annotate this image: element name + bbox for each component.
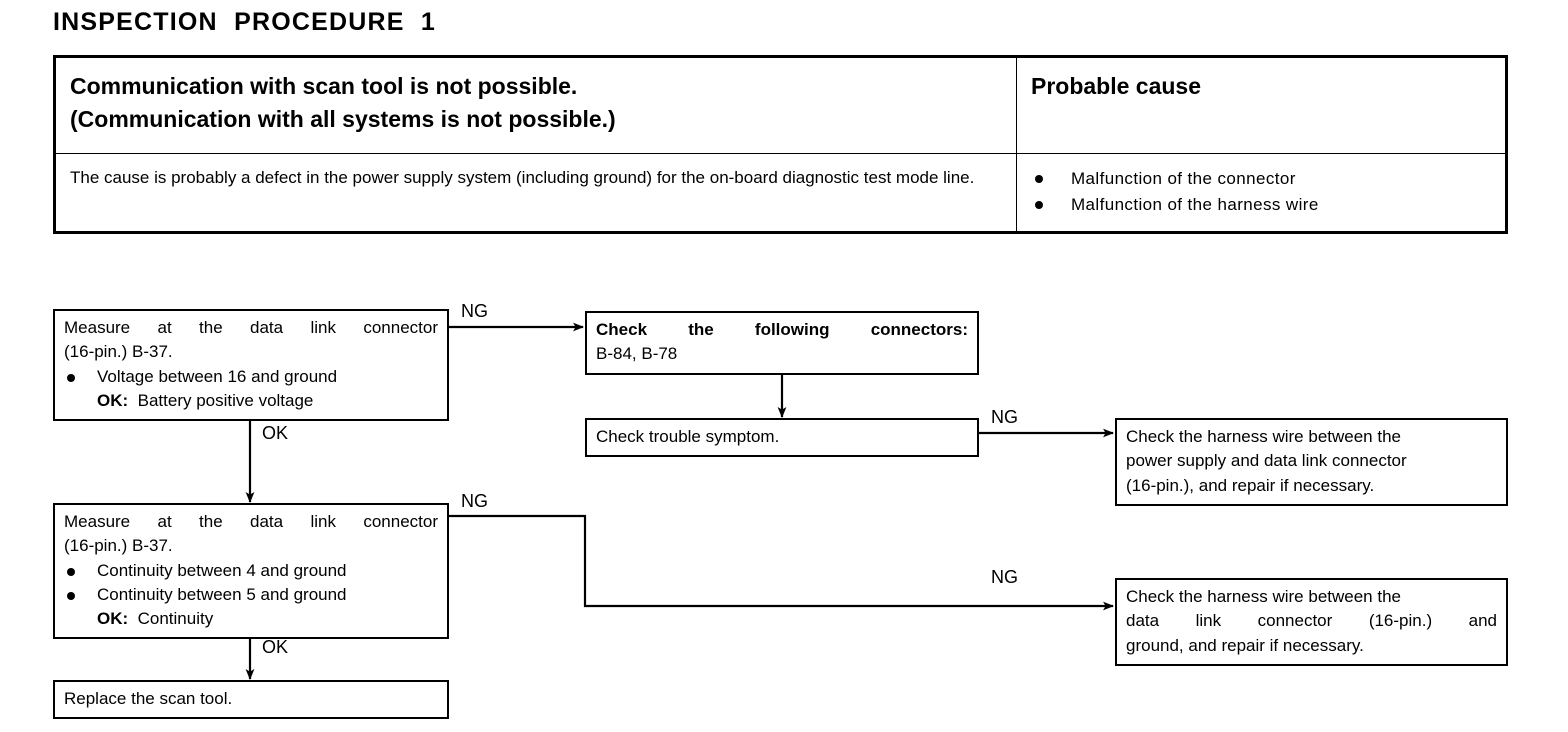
result1-line-1: Check the harness wire between the	[1126, 427, 1401, 446]
list-item: Malfunction of the connector	[1031, 166, 1491, 192]
measure2-ok-row: OK: Continuity	[64, 607, 438, 631]
measure1-ok-row: OK: Battery positive voltage	[64, 389, 438, 413]
flow-box-check-trouble-symptom: Check trouble symptom.	[585, 418, 979, 458]
result2-line-1: Check the harness wire between the	[1126, 587, 1401, 606]
cause-description-text: The cause is probably a defect in the po…	[70, 168, 975, 188]
measure2-line-1: Measure at the data link connector	[64, 512, 438, 531]
edge-ng-measure2-result2	[449, 514, 1114, 611]
result1-line-3: (16-pin.), and repair if necessary.	[1126, 475, 1375, 495]
result1-line-2: power supply and data link connector	[1126, 451, 1407, 471]
measure1-ok-label: OK:	[97, 390, 129, 410]
edge-label-ng-branch-result2: NG	[991, 567, 1018, 587]
measure1-line-2: (16-pin.) B-37.	[64, 342, 173, 362]
flow-box-check-connectors: Check the following connectors: B-84, B-…	[585, 311, 979, 375]
symptom-header-line-2: (Communication with all systems is not p…	[70, 105, 616, 132]
probable-cause-header: Probable cause	[1031, 73, 1202, 99]
result2-line-3: ground, and repair if necessary.	[1126, 635, 1364, 655]
result2-line-2: data link connector (16-pin.) and	[1126, 611, 1497, 631]
symptom-table: Communication with scan tool is not poss…	[53, 55, 1508, 235]
table-cell-cause-description: The cause is probably a defect in the po…	[55, 153, 1017, 233]
list-item: Voltage between 16 and ground	[64, 365, 438, 389]
measure2-bullet-list: Continuity between 4 and ground Continui…	[64, 559, 438, 608]
edge-label-ng-measure2-branch: NG	[461, 491, 488, 511]
list-item: Continuity between 5 and ground	[64, 583, 438, 607]
probable-cause-list: Malfunction of the connector Malfunction…	[1031, 166, 1491, 217]
measure1-ok-value: Battery positive voltage	[137, 390, 314, 410]
flow-box-replace-scan-tool: Replace the scan tool.	[53, 680, 449, 720]
list-item: Malfunction of the harness wire	[1031, 192, 1491, 218]
connectors-value: B-84, B-78	[596, 344, 678, 364]
table-header-row: Communication with scan tool is not poss…	[55, 56, 1506, 155]
table-header-cell-probable-cause: Probable cause	[1016, 56, 1506, 155]
measure1-bullet-list: Voltage between 16 and ground	[64, 365, 438, 389]
symptom-header-line-1: Communication with scan tool is not poss…	[70, 73, 578, 99]
measure2-ok-value: Continuity	[137, 609, 214, 629]
flow-box-result-power-supply-harness: Check the harness wire between the power…	[1115, 418, 1508, 506]
table-header-cell-symptom: Communication with scan tool is not poss…	[55, 56, 1017, 155]
flow-box-measure-continuity: Measure at the data link connector (16-p…	[53, 503, 449, 640]
measure1-line-1: Measure at the data link connector	[64, 318, 438, 337]
edge-label-ok-measure2-replace: OK	[262, 637, 289, 657]
table-cell-probable-causes: Malfunction of the connector Malfunction…	[1016, 153, 1506, 233]
measure2-ok-label: OK:	[97, 609, 129, 629]
flow-box-result-ground-harness: Check the harness wire between the data …	[1115, 578, 1508, 666]
flow-box-measure-voltage: Measure at the data link connector (16-p…	[53, 309, 449, 422]
list-item: Continuity between 4 and ground	[64, 559, 438, 583]
replace-text: Replace the scan tool.	[64, 689, 233, 708]
edge-label-ng-symptom-result1: NG	[991, 407, 1018, 427]
symptom-text: Check trouble symptom.	[596, 427, 780, 446]
edge-label-ng-measure1-connectors: NG	[461, 301, 488, 321]
edge-label-ok-measure1-measure2: OK	[262, 423, 289, 443]
measure2-line-2: (16-pin.) B-37.	[64, 536, 173, 556]
connectors-title: Check the following connectors:	[596, 320, 968, 339]
table-body-row: The cause is probably a defect in the po…	[55, 153, 1506, 233]
page-title: INSPECTION PROCEDURE 1	[53, 8, 437, 36]
